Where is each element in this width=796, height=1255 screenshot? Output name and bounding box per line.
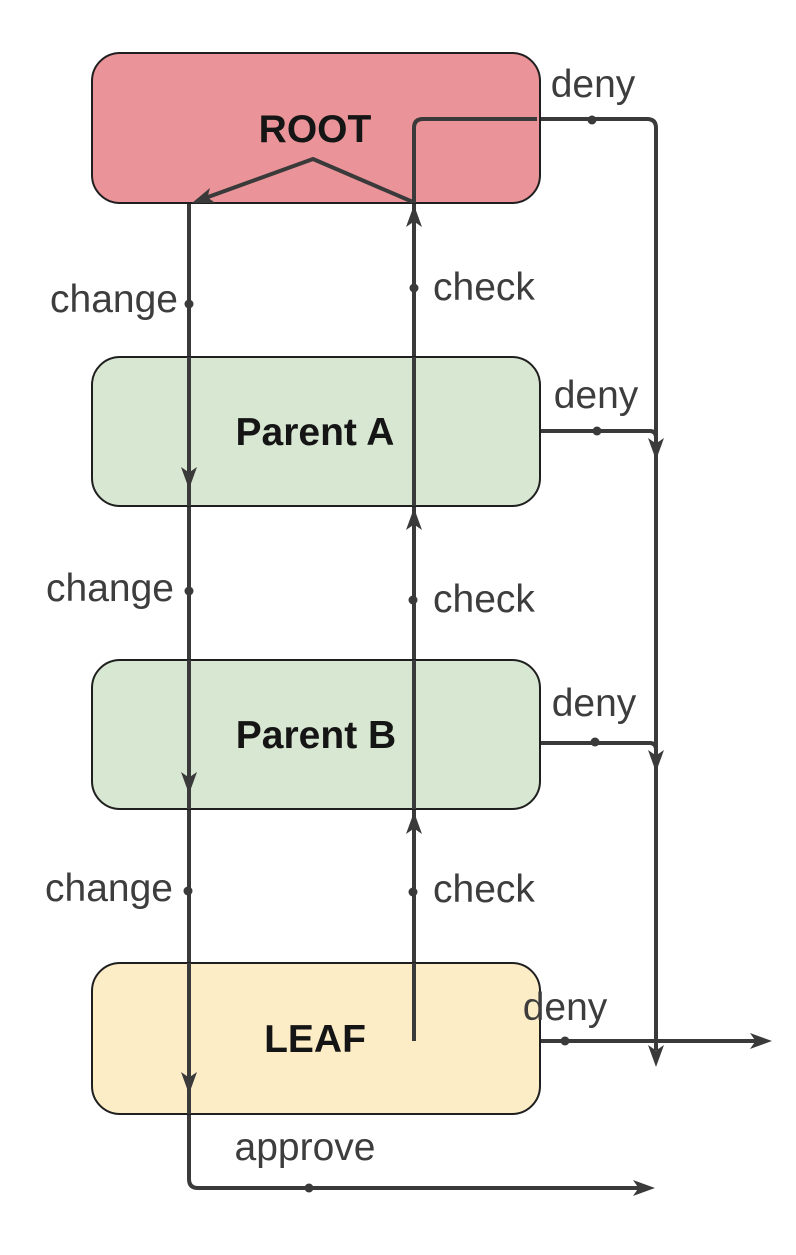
arrowhead-change-leaf-icon [181, 1072, 197, 1094]
edge-overlays [187, 117, 537, 1114]
dot-change-3 [183, 886, 193, 896]
edge-label-deny-root: deny [551, 63, 636, 106]
edge-label-change-1: change [50, 278, 178, 321]
edge-label-deny-leaf: deny [523, 986, 608, 1029]
dot-check-1 [409, 283, 419, 293]
nodes [91, 52, 541, 1115]
edge-label-check-2: check [433, 578, 535, 621]
arrowhead-check-parent-a-icon [406, 508, 422, 530]
edge-label-deny-parent-b: deny [552, 682, 637, 725]
arrowhead-check-root-icon [406, 205, 422, 227]
node-root-label: ROOT [259, 108, 372, 151]
edge-label-deny-parent-a: deny [554, 374, 639, 417]
node-parent-a-label: Parent A [236, 411, 395, 454]
arrowhead-change-parent-b-icon [181, 772, 197, 794]
arrowhead-deny-trunk-end-icon [648, 1045, 664, 1067]
arrowhead-deny-parent-a-icon [648, 438, 664, 460]
edge-label-check-3: check [433, 868, 535, 911]
edge-check-line-and-leaf-deny [412, 203, 760, 1043]
node-labels: ROOT Parent A Parent B LEAF [236, 108, 397, 1061]
arrowhead-change-parent-a-icon [181, 467, 197, 489]
edge-label-change-3: change [45, 867, 173, 910]
dot-approve [304, 1183, 314, 1193]
node-parent-b-label: Parent B [236, 714, 396, 757]
dot-change-1 [184, 299, 194, 309]
dot-check-3 [408, 887, 418, 897]
edge-root-deny-overlay [412, 117, 537, 203]
dot-deny-root [587, 115, 597, 125]
dot-change-2 [184, 586, 194, 596]
node-parent-b [91, 659, 541, 810]
arrowhead-chevron-left-icon [192, 187, 216, 203]
node-root [91, 52, 541, 204]
dot-check-2 [408, 595, 418, 605]
edge-change-approve-line [187, 203, 645, 1190]
arrowhead-deny-parent-b-icon [648, 750, 664, 772]
dot-deny-parent-a [592, 426, 602, 436]
dot-deny-leaf [560, 1036, 570, 1046]
label-anchor-dots [183, 115, 602, 1193]
edge-labels: change change change check check check d… [45, 63, 639, 1169]
arrowhead-deny-leaf-icon [750, 1033, 772, 1049]
arrowheads [181, 187, 772, 1196]
arrowhead-approve-icon [633, 1180, 655, 1196]
edge-label-change-2: change [46, 567, 174, 610]
edge-label-check-1: check [433, 266, 535, 309]
arrowhead-check-parent-b-icon [406, 812, 422, 834]
node-parent-a [91, 356, 541, 507]
node-leaf [91, 962, 541, 1115]
edge-label-approve: approve [235, 1126, 376, 1169]
dot-deny-parent-b [590, 737, 600, 747]
edge-chevron-overlay [196, 157, 414, 204]
node-leaf-label: LEAF [264, 1018, 366, 1061]
